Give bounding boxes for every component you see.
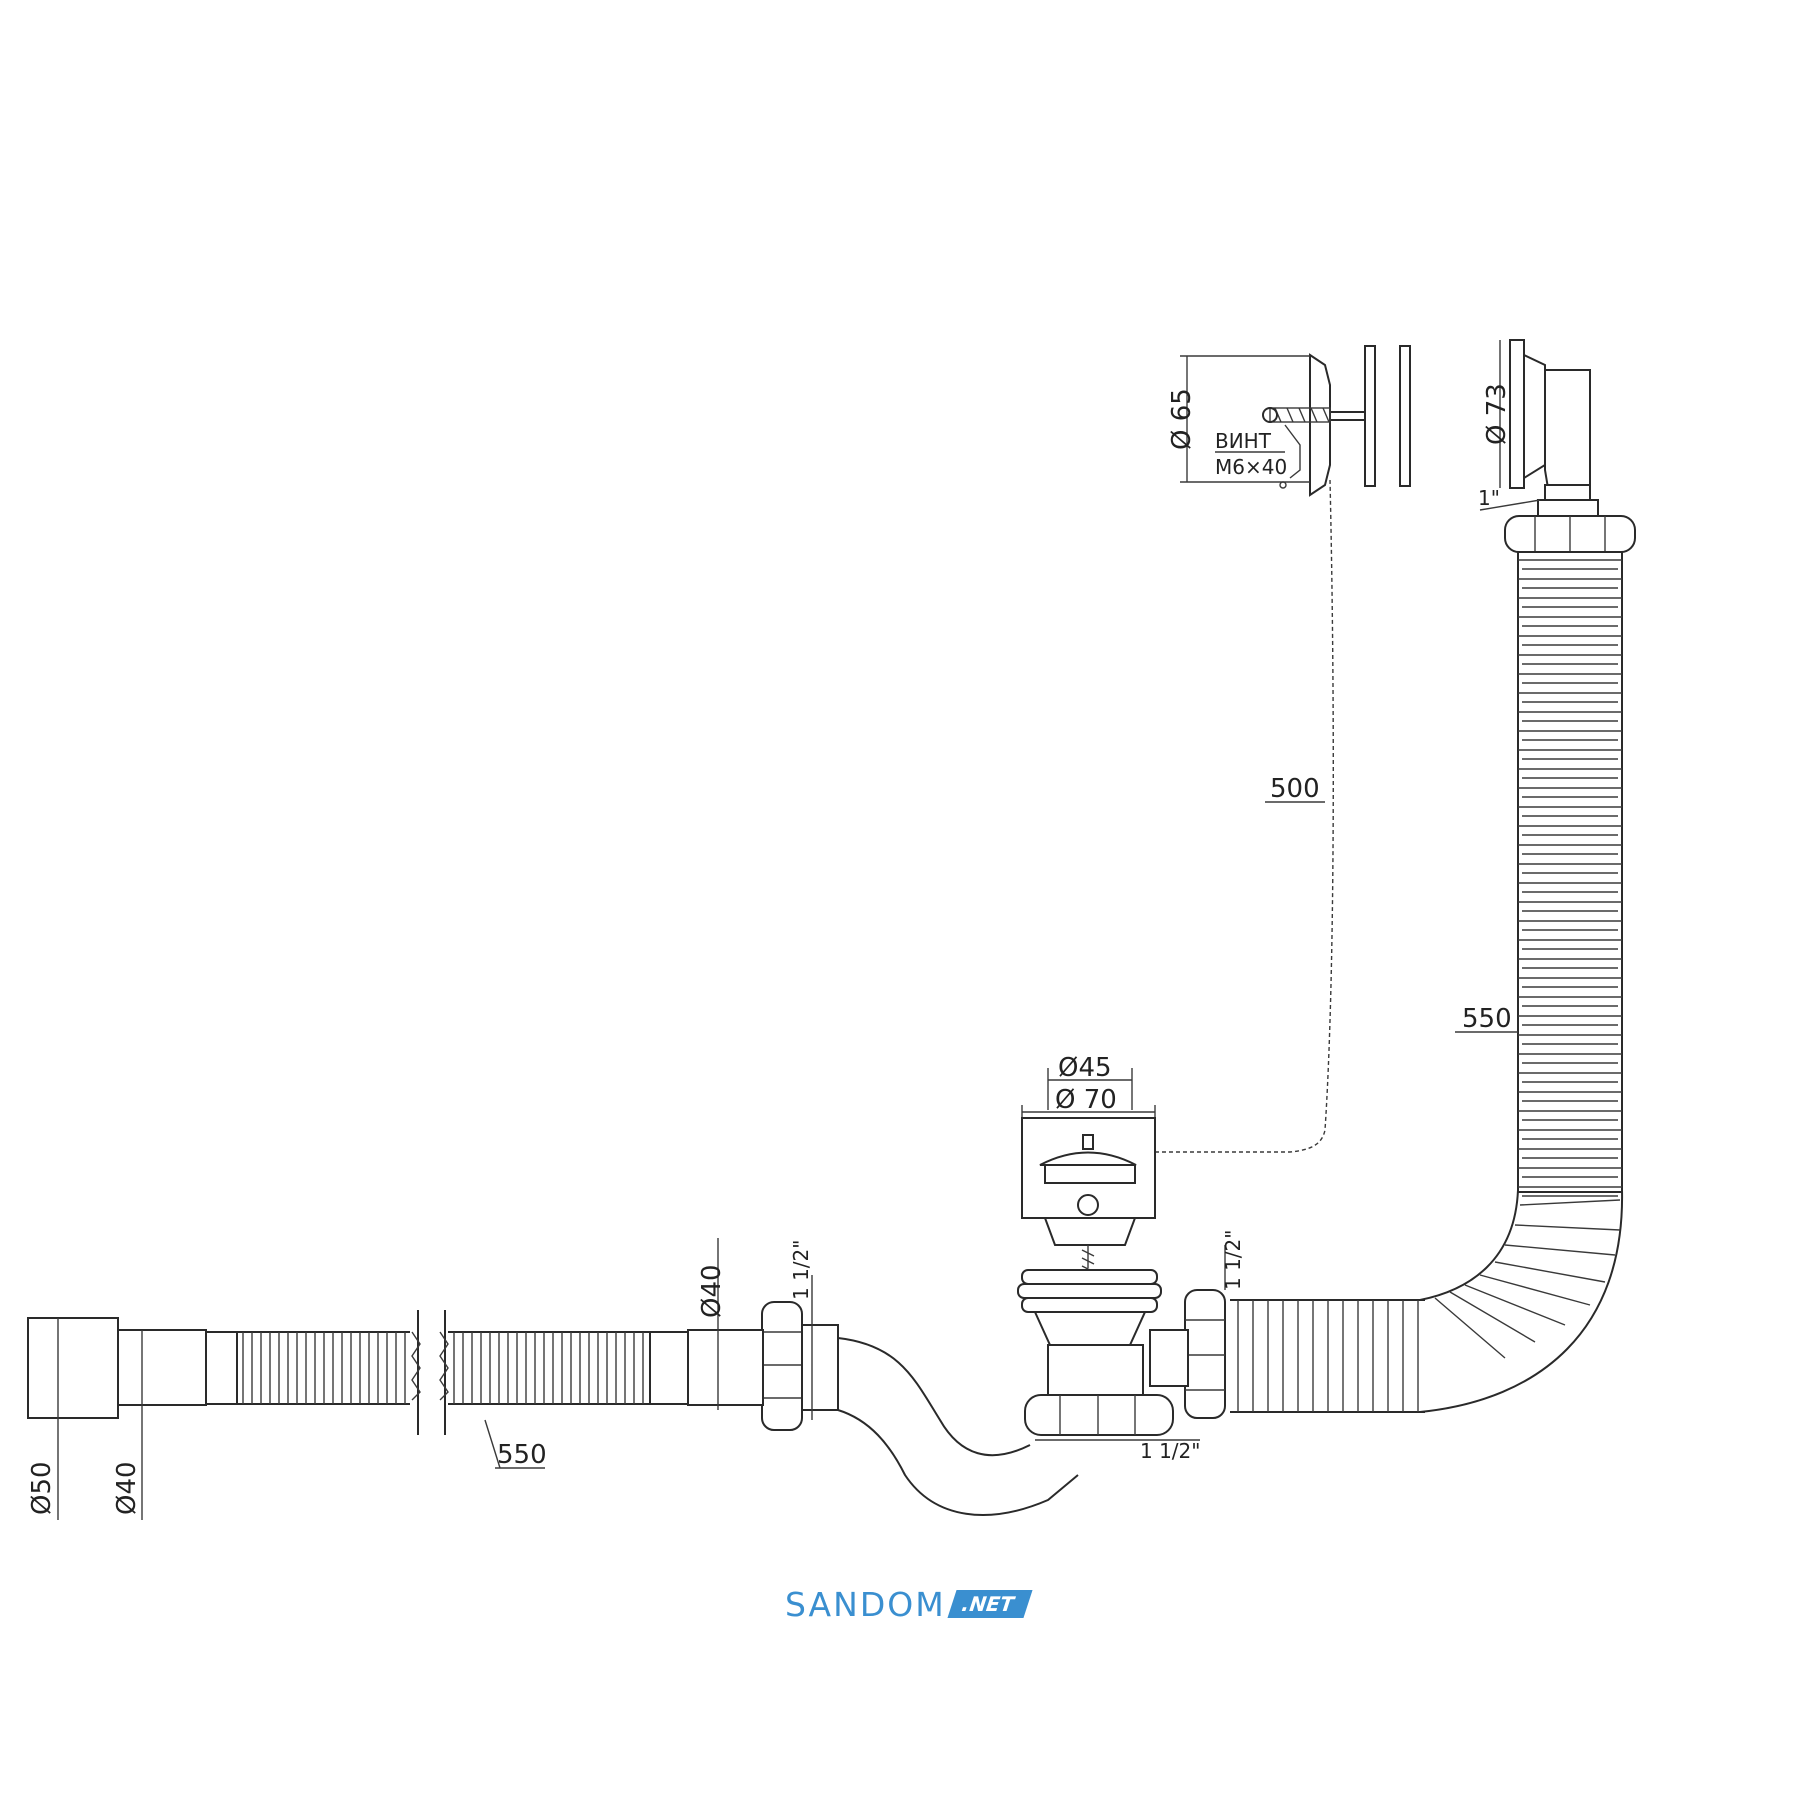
label-screw-size: M6×40	[1215, 455, 1287, 479]
dim-thread-1in: 1"	[1478, 486, 1500, 510]
brand-tld-badge: .NET	[947, 1590, 1032, 1618]
hose-bend	[1419, 1189, 1624, 1413]
label-screw: ВИНТ	[1215, 429, 1272, 453]
dim-d40-top: Ø40	[697, 1264, 727, 1318]
dim-hose-550-right: 550	[1462, 1004, 1512, 1034]
dim-thread-mid: 1 1/2"	[1221, 1230, 1245, 1290]
right-top-union-nut	[1504, 515, 1636, 553]
outlet-connector	[687, 1238, 764, 1410]
dim-d50: Ø50	[27, 1461, 57, 1515]
overflow-elbow	[1479, 339, 1599, 519]
right-corrugated-hose	[1517, 551, 1623, 1197]
bottom-union-nut	[1024, 1394, 1200, 1441]
bottom-corrugated-hose	[1230, 1299, 1425, 1413]
dim-d65: Ø 65	[1167, 388, 1197, 450]
outlet-sleeve	[27, 1317, 207, 1520]
dim-thread-left: 1 1/2"	[789, 1240, 813, 1300]
drain-strainer	[1017, 1068, 1162, 1416]
brand-logo: SANDOM .NET	[785, 1582, 1032, 1626]
dim-d45: Ø45	[1058, 1053, 1112, 1083]
dim-thread-bottom: 1 1/2"	[1140, 1439, 1200, 1463]
left-corrugated-hose	[204, 1310, 689, 1435]
brand-name: SANDOM	[785, 1584, 946, 1624]
dim-d70: Ø 70	[1055, 1085, 1117, 1115]
dim-chain-500: 500	[1270, 774, 1320, 804]
siphon-trap	[837, 1337, 1079, 1516]
dim-hose-550-left: 550	[497, 1440, 547, 1470]
dim-d40-bottom: Ø40	[112, 1461, 142, 1515]
overflow-cap	[1180, 345, 1411, 497]
dim-d73: Ø 73	[1482, 383, 1512, 445]
side-union-nut	[1149, 1245, 1226, 1419]
left-union-nut	[761, 1275, 839, 1431]
